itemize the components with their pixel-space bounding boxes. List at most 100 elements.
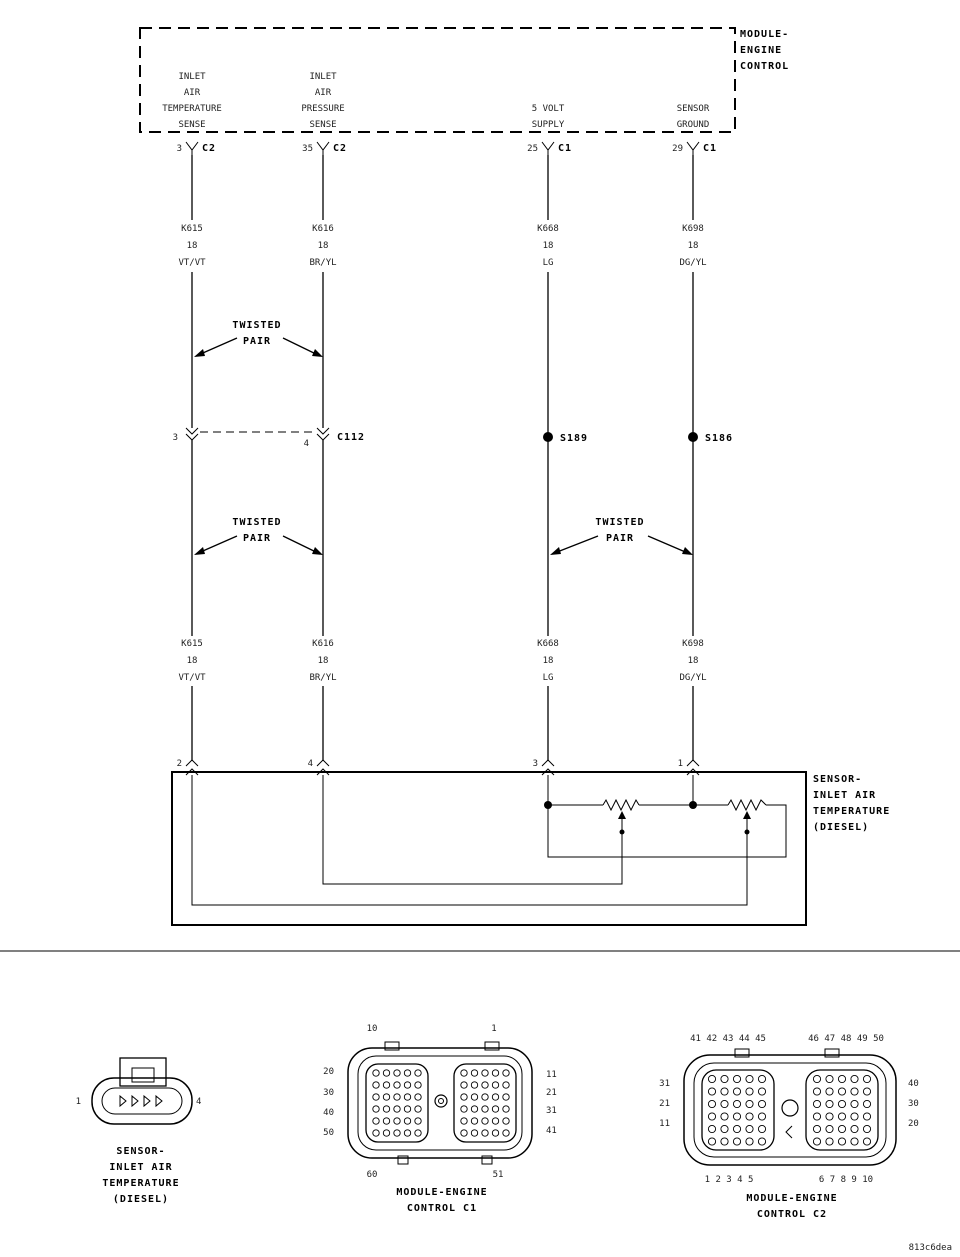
pin-number: 40 — [908, 1079, 919, 1089]
pin-number: 21 — [546, 1088, 557, 1098]
wire-gauge: 18 — [688, 656, 699, 666]
c2-connector-view: 41 42 43 44 45 46 47 48 49 50 31 21 11 4… — [659, 1034, 919, 1220]
pin-number: 3 — [533, 759, 538, 769]
pin-cavity — [732, 1124, 742, 1134]
pin-cavity — [720, 1074, 729, 1084]
pin-number: 31 — [546, 1106, 557, 1116]
pin-cavity — [470, 1081, 479, 1089]
pin-cavity — [481, 1117, 489, 1125]
arrowhead — [194, 547, 205, 555]
internal-wire — [547, 775, 787, 858]
pin-cavity — [707, 1137, 717, 1146]
wire-gauge: 18 — [543, 656, 554, 666]
junction-dot — [619, 829, 625, 835]
wire-gauge: 18 — [688, 241, 699, 251]
connector-pin-symbol — [686, 759, 700, 776]
pin-number: 2 — [177, 759, 182, 769]
wire-circuit: K615 — [181, 639, 203, 649]
wire-color: LG — [543, 673, 554, 683]
pin-cavity — [403, 1069, 412, 1077]
pin-number: 30 — [908, 1099, 919, 1109]
wire-color: LG — [543, 258, 554, 268]
pin-cavity — [732, 1112, 742, 1121]
internal-wire — [322, 775, 623, 885]
circuit-label: SENSE — [309, 120, 336, 130]
twisted-pair-text: TWISTED — [595, 517, 644, 528]
wire-circuit: K615 — [181, 224, 203, 234]
wire-color: BR/YL — [309, 673, 336, 683]
connector-face — [101, 1087, 183, 1115]
pin-cavity-block — [805, 1069, 879, 1151]
wire-circuit: K698 — [682, 224, 704, 234]
pin-cavity — [470, 1105, 479, 1113]
pin-number: 3 — [177, 144, 182, 154]
pin-cavity — [757, 1137, 767, 1146]
connector-body — [347, 1047, 533, 1159]
pin-cavity — [403, 1081, 412, 1089]
connector-key — [824, 1048, 840, 1058]
pin-cavity — [825, 1099, 834, 1109]
wire-color: DG/YL — [679, 673, 706, 683]
pin-cavity — [862, 1137, 872, 1146]
pin-cavity — [491, 1069, 500, 1077]
pin-cavity — [403, 1117, 412, 1125]
wiper-arrow — [743, 811, 751, 819]
pin-number: 25 — [527, 144, 538, 154]
pin-cavity — [372, 1105, 380, 1113]
pin-number: 3 — [173, 433, 178, 443]
arrowhead — [550, 547, 561, 555]
circuit-label: SUPPLY — [532, 120, 565, 130]
connector-caption: CONTROL C1 — [407, 1203, 477, 1214]
pin-cavity — [757, 1124, 767, 1134]
connector-caption: CONTROL C2 — [757, 1209, 827, 1220]
pin-cavity — [460, 1093, 468, 1101]
pin-cavity — [837, 1099, 847, 1109]
pin-cavity — [837, 1137, 847, 1146]
pin-cavity — [382, 1093, 391, 1101]
pin-cavity — [720, 1087, 729, 1096]
pin-cavity — [382, 1081, 391, 1089]
circuit-label: SENSE — [178, 120, 205, 130]
pin-number: 1 — [76, 1097, 81, 1107]
pin-cavity — [414, 1069, 422, 1077]
wire-circuit: K698 — [682, 639, 704, 649]
pin-cavity — [862, 1124, 872, 1134]
circuit-label: AIR — [315, 88, 332, 98]
pin-cavity — [460, 1069, 468, 1077]
twisted-pair-label: TWISTED PAIR — [194, 517, 323, 555]
pin-cavity — [393, 1105, 401, 1113]
connector-key — [734, 1048, 750, 1058]
pin-cavity — [745, 1112, 754, 1121]
wire-gauge: 18 — [187, 656, 198, 666]
pin-cavity — [825, 1112, 834, 1121]
circuit-label: 5 VOLT — [532, 104, 565, 114]
pin-number: 30 — [323, 1088, 334, 1098]
pin-cavity — [491, 1117, 500, 1125]
pin-cavity — [460, 1129, 468, 1137]
pin-cavity — [850, 1087, 859, 1096]
pin-cavity — [837, 1124, 847, 1134]
module-engine-control-box — [139, 27, 736, 133]
pin-cavity — [502, 1081, 510, 1089]
polarity-mark — [785, 1125, 793, 1139]
pin-cavity — [502, 1129, 510, 1137]
pin-cavity — [460, 1105, 468, 1113]
pin-cavity — [720, 1124, 729, 1134]
twisted-pair-text: PAIR — [606, 533, 634, 544]
pin-cavity — [720, 1099, 729, 1109]
connector-pin-symbol — [185, 427, 199, 441]
pin-number: 60 — [367, 1170, 378, 1180]
connector-id: C112 — [337, 432, 365, 443]
pin-cavity — [470, 1117, 479, 1125]
pin-cavity — [745, 1099, 754, 1109]
pin-cavity — [414, 1081, 422, 1089]
pin-cavity — [812, 1074, 822, 1084]
wire-gauge: 18 — [318, 241, 329, 251]
connector-key — [397, 1155, 409, 1165]
connector-caption: TEMPERATURE — [102, 1178, 179, 1189]
junction-dot — [544, 801, 552, 809]
module-title-line: CONTROL — [740, 61, 789, 72]
pin-cavity — [382, 1117, 391, 1125]
pin-number: 40 — [323, 1108, 334, 1118]
pin-cavity — [732, 1099, 742, 1109]
